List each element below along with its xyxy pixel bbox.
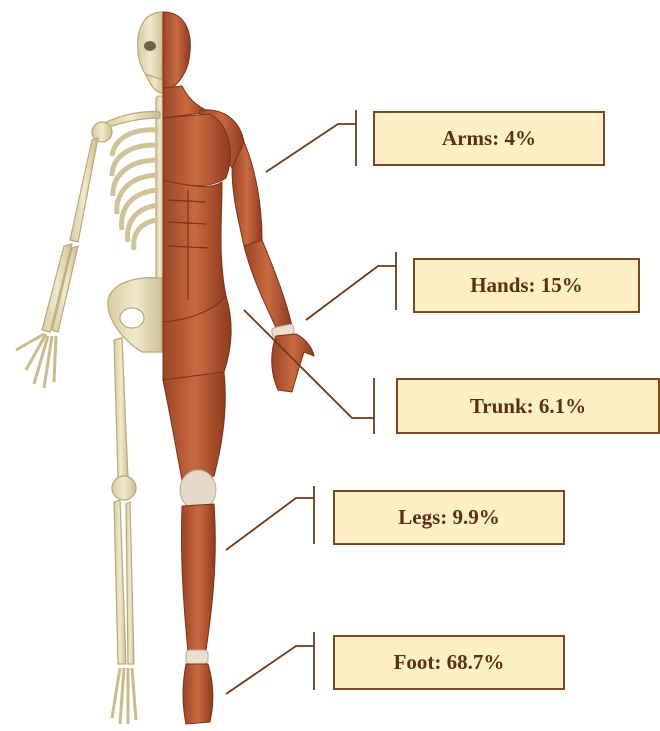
tibia — [114, 500, 126, 664]
pectoral — [163, 114, 230, 186]
muscle-head — [163, 12, 190, 90]
label-hands: Hands: 15% — [413, 258, 640, 313]
thigh-muscle — [163, 372, 225, 480]
leader-arms — [266, 124, 356, 172]
skeleton-half — [16, 12, 164, 724]
label-trunk: Trunk: 6.1% — [396, 378, 660, 434]
shin-muscle — [181, 504, 215, 652]
femur — [114, 338, 128, 478]
skeleton-foot — [112, 668, 136, 724]
muscle-hand — [272, 334, 314, 392]
skeleton-hand — [16, 334, 56, 388]
muscle-half — [163, 12, 314, 724]
ribcage — [112, 130, 158, 250]
label-arms: Arms: 4% — [373, 111, 605, 166]
upper-arm-muscle — [232, 142, 262, 246]
label-foot: Foot: 68.7% — [333, 635, 565, 690]
humerus — [70, 138, 98, 242]
leader-foot — [226, 646, 314, 694]
leader-legs — [226, 498, 314, 550]
muscle-foot — [183, 664, 213, 724]
label-legs: Legs: 9.9% — [333, 490, 565, 545]
leader-hands — [306, 266, 396, 320]
leader-trunk — [244, 310, 374, 418]
